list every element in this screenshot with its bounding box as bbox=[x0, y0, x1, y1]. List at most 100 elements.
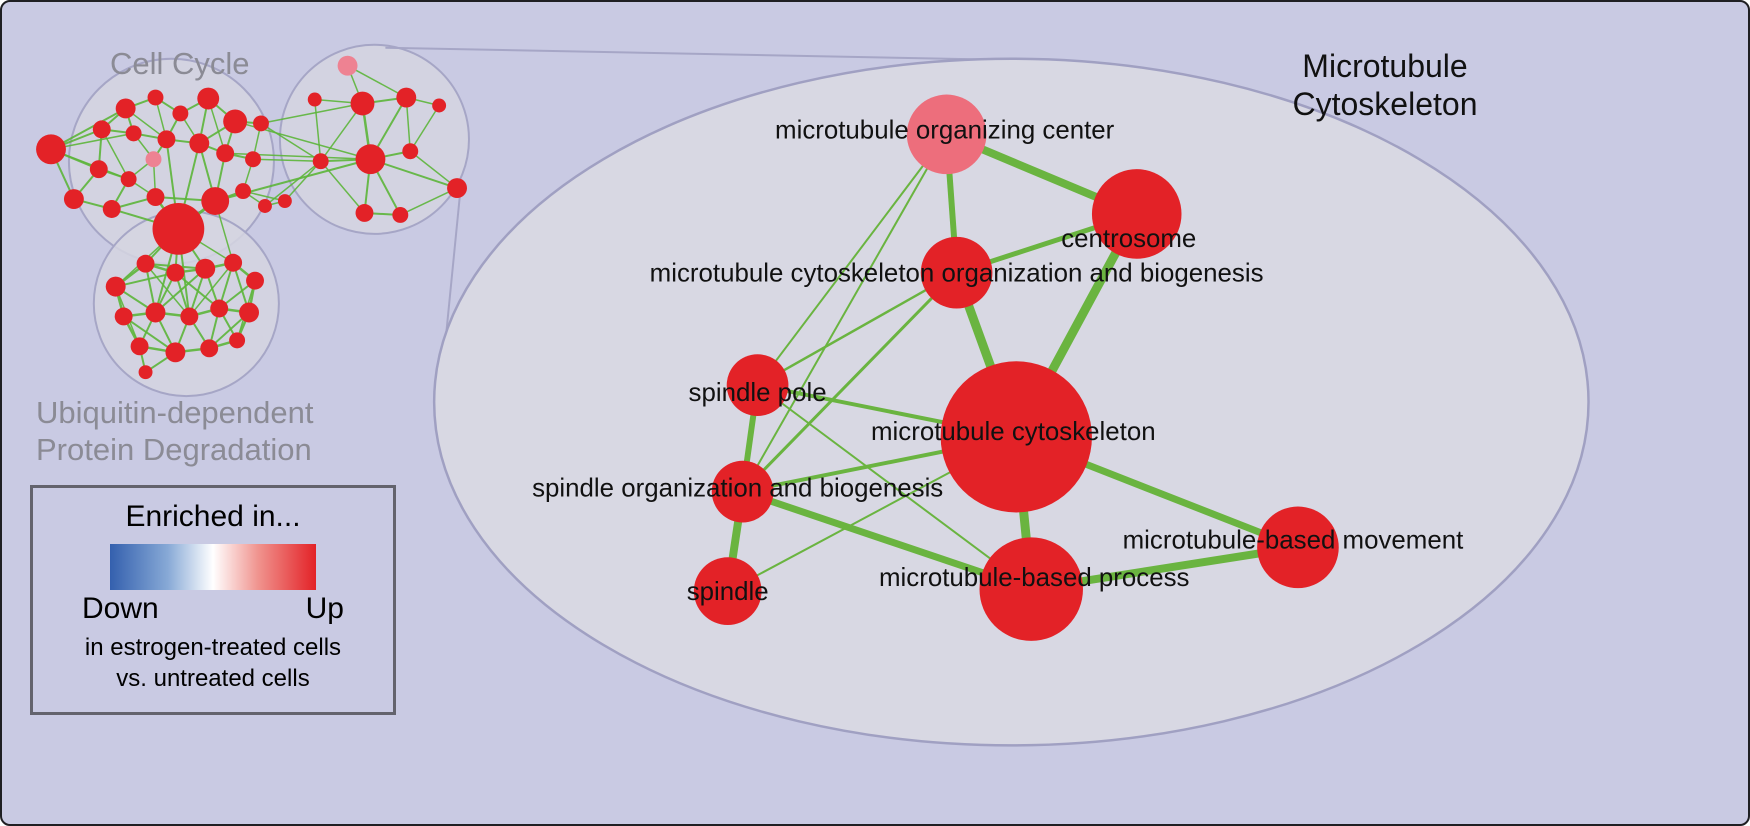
mini-network-node bbox=[246, 271, 264, 290]
mini-network-edge bbox=[260, 102, 363, 125]
microtubule-label-line2: Cytoskeleton bbox=[1292, 85, 1478, 122]
ubiquitin-cluster-label: Ubiquitin-dependent Protein Degradation bbox=[36, 394, 314, 468]
mini-network-edge bbox=[409, 105, 440, 152]
mini-network-node bbox=[224, 253, 243, 272]
mini-network-node bbox=[253, 115, 269, 132]
legend-title: Enriched in... bbox=[125, 500, 301, 533]
mini-network-node bbox=[350, 91, 375, 116]
mini-network-node bbox=[195, 258, 216, 279]
mini-network-edge bbox=[313, 99, 322, 162]
ubiquitin-label-line1: Ubiquitin-dependent bbox=[36, 395, 314, 430]
mini-network-node bbox=[180, 307, 199, 326]
zoom-node-spindle-organization-and-biogenesis bbox=[711, 460, 774, 523]
mini-network-edge bbox=[115, 271, 176, 288]
mini-network-edge bbox=[284, 160, 322, 202]
zoom-node-label-microtubule-organizing-center: microtubule organizing center bbox=[775, 116, 1115, 144]
zoom-node-microtubule-cytoskeleton-organization-and-biogenesis bbox=[920, 236, 993, 309]
zoom-node-centrosome bbox=[1091, 169, 1182, 259]
mini-network-node bbox=[229, 332, 246, 349]
mini-network-node bbox=[402, 143, 419, 160]
mini-network-node bbox=[235, 183, 252, 200]
mini-network-node bbox=[312, 153, 329, 170]
mini-network-node bbox=[355, 204, 374, 222]
ubiquitin-label-line2: Protein Degradation bbox=[36, 432, 312, 468]
mini-network-edge bbox=[370, 158, 458, 190]
microtubule-label-line1: Microtubule bbox=[1302, 48, 1468, 84]
mini-network-node bbox=[239, 302, 259, 323]
zoom-node-label-centrosome: centrosome bbox=[1061, 225, 1196, 253]
zoom-node-label-microtubule-based-movement: microtubule-based movement bbox=[1123, 526, 1464, 554]
mini-network-node bbox=[307, 92, 322, 107]
zoom-node-label-microtubule-cytoskeleton: microtubule cytoskeleton bbox=[871, 418, 1156, 446]
mini-network-node bbox=[245, 151, 261, 168]
mini-network-edge bbox=[101, 129, 130, 180]
mini-network-node bbox=[201, 187, 230, 215]
microtubule-cytoskeleton-cluster-label: Microtubule Cytoskeleton bbox=[1235, 48, 1535, 124]
zoom-node-microtubule-based-movement bbox=[1257, 506, 1339, 589]
mini-network-node bbox=[146, 188, 165, 207]
legend-gradient-bar bbox=[110, 544, 316, 590]
legend-box: Enriched in... Down Up in estrogen-treat… bbox=[30, 485, 396, 715]
zoom-node-label-microtubule-cytoskeleton-organization-and-biogenesis: microtubule cytoskeleton organization an… bbox=[650, 260, 1264, 288]
mini-network-nodes bbox=[36, 55, 467, 380]
legend-caption-line1: in estrogen-treated cells bbox=[84, 634, 342, 661]
mini-network-node bbox=[392, 207, 409, 223]
mini-network-node bbox=[115, 98, 136, 119]
mini-network-node bbox=[136, 254, 155, 273]
legend-caption-line2: vs. untreated cells bbox=[116, 665, 310, 693]
mini-network-node bbox=[152, 203, 205, 255]
zoom-node-microtubule-organizing-center bbox=[906, 94, 987, 175]
mini-network-node bbox=[277, 194, 292, 208]
mini-network-node bbox=[92, 120, 111, 139]
mini-network-node bbox=[172, 105, 189, 122]
mini-network-edge bbox=[320, 160, 366, 214]
zoom-node-spindle-pole bbox=[726, 354, 789, 416]
zoom-node-spindle bbox=[693, 557, 762, 625]
mini-network-node bbox=[114, 307, 133, 326]
zoom-node-microtubule-cytoskeleton bbox=[940, 361, 1092, 513]
mini-network-node bbox=[36, 134, 66, 165]
zoom-node-label-spindle: spindle bbox=[687, 578, 769, 606]
mini-network-node bbox=[120, 171, 137, 188]
mini-network-edge bbox=[253, 158, 321, 162]
mini-network-node bbox=[145, 151, 162, 168]
mini-network-node bbox=[200, 339, 219, 358]
mini-network-node bbox=[210, 299, 229, 318]
mini-network-node bbox=[165, 342, 186, 363]
mini-network-edge bbox=[264, 160, 322, 207]
mini-network-edge bbox=[188, 262, 234, 317]
mini-network-node bbox=[216, 144, 235, 163]
mini-network-node bbox=[145, 302, 166, 323]
mini-network-node bbox=[223, 109, 248, 134]
zoom-node-label-spindle-pole: spindle pole bbox=[689, 379, 827, 407]
zoom-node-microtubule-based-process bbox=[979, 537, 1083, 641]
mini-network-edge bbox=[399, 187, 458, 216]
cell-cycle-cluster-label: Cell Cycle bbox=[110, 46, 250, 81]
mini-network-node bbox=[166, 263, 185, 282]
legend-down-label: Down bbox=[82, 592, 159, 625]
mini-network-node bbox=[138, 365, 153, 380]
mini-network-node bbox=[147, 89, 164, 106]
legend-caption: in estrogen-treated cells vs. untreated … bbox=[85, 632, 341, 694]
mini-network-edge bbox=[154, 267, 206, 314]
mini-network-node bbox=[396, 87, 417, 108]
zoom-node-label-spindle-organization-and-biogenesis: spindle organization and biogenesis bbox=[532, 475, 943, 503]
mini-network-node bbox=[432, 98, 447, 113]
zoom-network-labels: microtubule organizing center centrosome m… bbox=[532, 116, 1463, 606]
zoom-node-label-microtubule-based-process: microtubule-based process bbox=[879, 564, 1189, 592]
zoom-edge-microtubule-organizing-center--spindle-pole bbox=[756, 133, 948, 386]
mini-network-node bbox=[447, 178, 467, 199]
mini-network-node bbox=[63, 189, 84, 209]
mini-network-node bbox=[337, 55, 358, 76]
mini-network-node bbox=[258, 199, 272, 213]
cluster-outline-microtubule-cytoskeleton bbox=[278, 43, 470, 235]
mini-network-node bbox=[89, 160, 108, 179]
magnifier-line bbox=[385, 46, 1000, 61]
mini-network-edge bbox=[260, 122, 322, 162]
mini-network-node bbox=[355, 144, 386, 175]
zoom-edge-microtubule-cytoskeleton-organization-and-biogenesis--spindle-organization-and-biogenesis bbox=[741, 271, 958, 493]
mini-network-node bbox=[130, 337, 149, 356]
zoom-edge-spindle-pole--microtubule-based-process bbox=[756, 384, 1032, 590]
zoom-edge-microtubule-cytoskeleton-organization-and-biogenesis--spindle-pole bbox=[756, 271, 958, 387]
